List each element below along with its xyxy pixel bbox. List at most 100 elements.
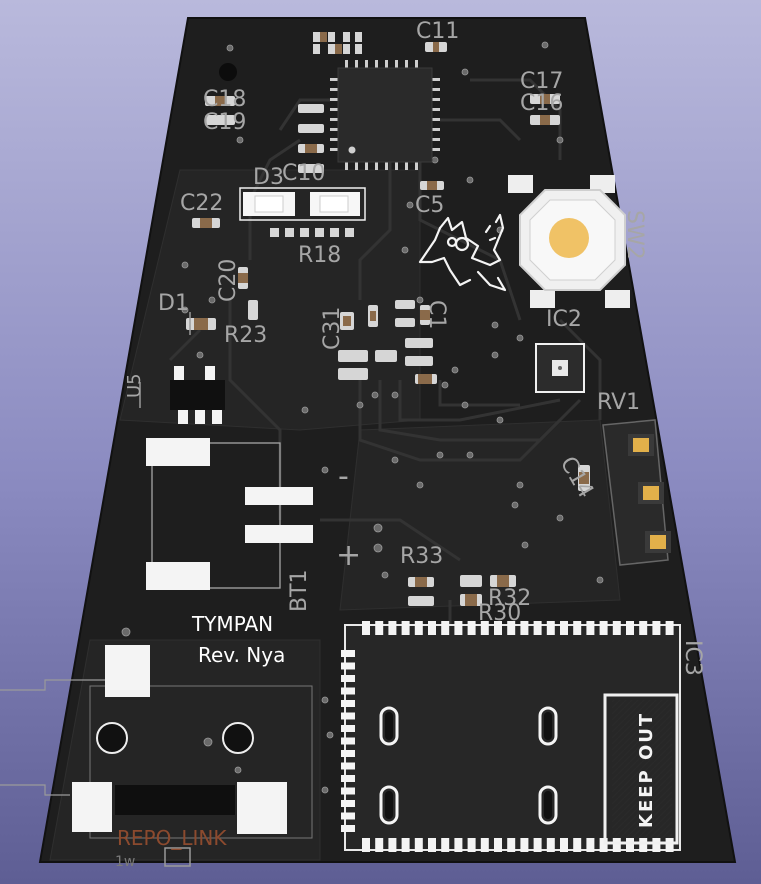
ic3-pad <box>341 750 355 757</box>
ref-r33: R33 <box>400 544 443 569</box>
ic3-pad <box>414 621 423 635</box>
ref-c20: C20 <box>216 259 241 302</box>
ic3-pad <box>341 687 355 695</box>
usb-connector <box>0 645 313 867</box>
ic3-pad <box>533 621 542 635</box>
silk-revision: Rev. Nya <box>198 643 285 667</box>
ic3-pad <box>520 621 529 635</box>
polarity-plus: + <box>336 538 361 573</box>
ic2-qfn <box>535 343 585 393</box>
ic3-pad <box>401 621 410 635</box>
ic3-pad <box>414 838 423 852</box>
ic3-pad <box>428 621 436 635</box>
ref-sw2: SW2 <box>622 210 647 260</box>
ic3-pad <box>341 662 355 670</box>
ic3-pad <box>388 838 397 852</box>
battery-bt1 <box>146 438 313 590</box>
ic3-pad <box>494 621 502 635</box>
ref-c5: C5 <box>415 193 444 218</box>
ic3-pad <box>401 838 410 852</box>
ic3-pad <box>652 621 661 635</box>
ic3-pad <box>428 838 436 852</box>
ref-d1: D1 <box>158 291 189 316</box>
polarity-minus: - <box>338 459 349 494</box>
keep-out-label: KEEP OUT <box>636 712 657 828</box>
ref-c1: C1 <box>424 300 449 329</box>
ref-ic3: IC3 <box>680 640 705 676</box>
ref-ic2: IC2 <box>546 307 582 332</box>
ic3-pad <box>341 650 355 657</box>
ic3-pad <box>454 621 463 635</box>
ic3-pad <box>375 621 384 635</box>
ref-r23: R23 <box>224 323 267 348</box>
ic3-pad <box>341 737 355 745</box>
u5-regulator <box>170 366 225 424</box>
ic3-pad <box>639 621 648 635</box>
ic3-pad <box>665 838 674 852</box>
passive-components <box>186 32 590 606</box>
ic3-pad <box>362 621 370 635</box>
cat-with-headphones-icon <box>418 213 507 292</box>
ref-r18: R18 <box>298 243 341 268</box>
ic3-pad <box>341 775 355 782</box>
ic3-pad <box>560 621 568 635</box>
repo-link-label: REPO_LINK <box>117 826 227 850</box>
silk-title: TYMPAN <box>191 612 273 636</box>
ref-r32: R32 <box>488 586 531 611</box>
ic3-pad <box>626 838 634 852</box>
ic3-pad <box>599 621 608 635</box>
ic3-pad <box>441 621 450 635</box>
ic3-pad <box>341 825 355 832</box>
ref-c19: C19 <box>203 110 246 135</box>
ref-c22: C22 <box>180 191 223 216</box>
ref-c17: C17 <box>520 69 563 94</box>
ref-c31: C31 <box>320 307 345 350</box>
ic3-pad <box>467 838 476 852</box>
ic3-pad <box>573 838 582 852</box>
ic3-pad <box>665 621 674 635</box>
ic3-pad <box>341 787 355 795</box>
ic3-pad <box>467 621 476 635</box>
ic3-pad <box>626 621 634 635</box>
mcu-chip <box>330 60 440 170</box>
ic3-pad <box>341 712 355 720</box>
ref-bt1: BT1 <box>287 569 312 612</box>
ic3-pad <box>480 838 489 852</box>
ic3-pad <box>586 621 595 635</box>
ref-r30: R30 <box>478 601 521 626</box>
ref-c11: C11 <box>416 19 459 44</box>
ref-c16: C16 <box>520 91 563 116</box>
ic3-pad <box>480 621 489 635</box>
ref-c18: C18 <box>203 87 246 112</box>
ic3-pad <box>533 838 542 852</box>
tactile-switch-icon <box>508 175 630 308</box>
ic3-pad <box>341 762 355 770</box>
ic3-pad <box>573 621 582 635</box>
ic3-pad <box>560 838 568 852</box>
ic3-pad <box>612 838 621 852</box>
ic3-pad <box>341 800 355 807</box>
ic3-pad <box>546 838 555 852</box>
led-d3 <box>239 187 366 221</box>
ic3-pad <box>612 621 621 635</box>
ic3-pad <box>494 838 502 852</box>
ic3-pad <box>639 838 648 852</box>
ic3-pad <box>454 838 463 852</box>
ref-c10: C10 <box>282 161 325 186</box>
ref-rv1: RV1 <box>597 390 640 415</box>
ic3-pad <box>388 621 397 635</box>
bottom-stub-label: 1w <box>115 854 135 870</box>
ic3-pad <box>507 838 516 852</box>
module-ic3 <box>341 621 681 852</box>
ic3-pad <box>507 621 516 635</box>
ref-d3: D3 <box>253 165 284 190</box>
ic3-pad <box>341 725 355 732</box>
ic3-pad <box>546 621 555 635</box>
ic3-pad <box>362 838 370 852</box>
ic3-pad <box>599 838 608 852</box>
ic3-pad <box>586 838 595 852</box>
ref-u5: U5 <box>124 373 145 398</box>
fiducial-dot <box>219 63 237 81</box>
ic3-pad <box>520 838 529 852</box>
